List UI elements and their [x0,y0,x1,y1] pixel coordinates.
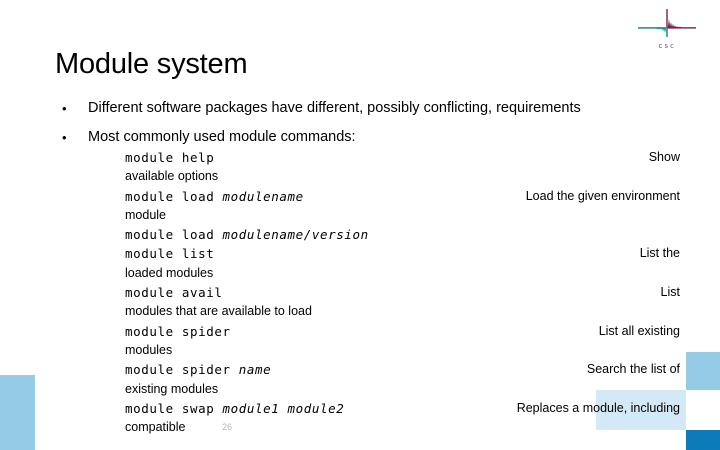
command-syntax: module list [125,246,215,262]
command-description-continuation: modules that are available to load [125,304,312,319]
command-description-continuation: available options [125,169,219,184]
command-row: module list List the [125,244,680,263]
command-description: List [660,285,680,300]
command-row: module swap module1 module2 Replaces a m… [125,399,680,418]
module-command-list: module help Show available options modul… [125,148,680,437]
command-row: module help Show [125,148,680,167]
command-description: Replaces a module, including [516,400,680,415]
command-row: module load modulename/version [125,225,680,244]
command-description-continuation-row: module [125,206,680,225]
command-description-continuation: compatible [125,420,186,435]
command-description-continuation: modules [125,342,173,357]
command-row: module spider name Search the list of [125,360,680,379]
command-description-continuation: loaded modules [125,265,214,280]
command-description-continuation: existing modules [125,381,219,396]
bullet-item-0: • Different software packages have diffe… [62,99,700,118]
page-number: 26 [222,422,233,432]
command-syntax: module spider name [125,362,272,378]
command-description-continuation-row: modules that are available to load [125,302,680,321]
command-row: module spider List all existing [125,322,680,341]
command-syntax: module load modulename/version [125,227,369,243]
command-description-continuation-row: loaded modules [125,264,680,283]
command-syntax: module load modulename [125,188,304,204]
page-title: Module system [55,48,248,80]
command-description: List the [639,246,680,261]
command-row: module load modulename Load the given en… [125,187,680,206]
command-description-continuation-row: existing modules [125,380,680,399]
csc-logo: csc [636,6,698,54]
command-row: module avail List [125,283,680,302]
command-description: Search the list of [586,362,680,377]
bullet-marker-icon: • [62,101,67,116]
decorative-block-right-light [596,390,686,430]
command-description-continuation-row: available options [125,167,680,186]
csc-logo-mark [638,9,696,37]
bullet-marker-icon: • [62,130,67,145]
command-description-continuation-row: modules [125,341,680,360]
decorative-block-right-top [686,352,720,390]
decorative-block-left [0,375,35,450]
bullet-item-1: • Most commonly used module commands: [62,128,700,147]
bullet-text-0: Different software packages have differe… [88,100,581,116]
bullet-text-1: Most commonly used module commands: [88,129,356,145]
command-description: Show [648,150,680,164]
command-description-continuation-row: compatible [125,418,680,437]
command-syntax: module spider [125,323,231,339]
command-description: List all existing [598,323,680,338]
csc-logo-wordmark: csc [658,42,676,50]
command-description-continuation: module [125,207,166,222]
command-syntax: module help [125,150,215,165]
decorative-block-right-dark [686,430,720,450]
command-syntax: module swap module1 module2 [125,400,345,416]
command-syntax: module avail [125,285,223,301]
command-description: Load the given environment [525,188,680,203]
